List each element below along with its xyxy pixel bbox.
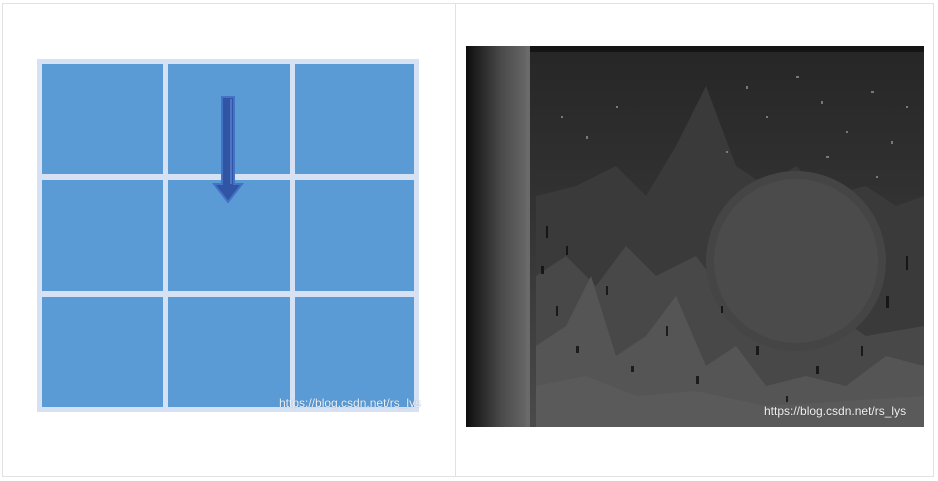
grid-cell [42,180,163,291]
depth-map-image [466,46,924,427]
watermark-left: https://blog.csdn.net/rs_lys [279,396,422,410]
grid-cell [295,297,414,407]
grid-cell [295,180,414,291]
grid-cell [295,64,414,174]
grid-cell [168,297,290,407]
grid-cell [42,64,163,174]
watermark-right: https://blog.csdn.net/rs_lys [764,404,907,418]
down-arrow-icon [212,96,244,204]
column-divider [455,3,456,477]
grid-cell [42,297,163,407]
